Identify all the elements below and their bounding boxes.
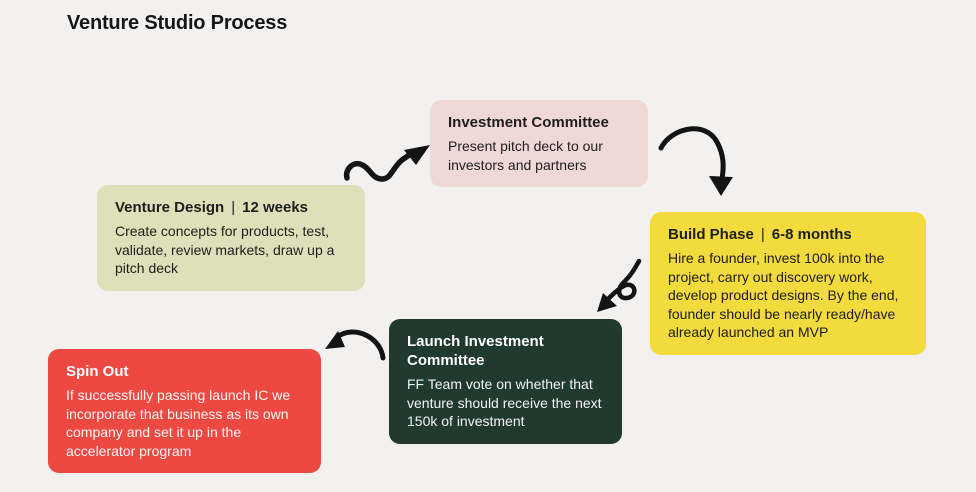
box-description: If successfully passing launch IC we inc… [66, 387, 291, 459]
process-box-build-phase: Build Phase | 6-8 months Hire a founder, i… [650, 212, 926, 355]
page-title: Venture Studio Process [67, 12, 288, 34]
box-description: Create concepts for products, test, vali… [115, 223, 335, 276]
box-heading: Build Phase | 6-8 months [668, 225, 908, 244]
box-heading: Spin Out [66, 362, 303, 381]
process-box-launch-investment-committee: Launch Investment Committee FF Team vote… [389, 319, 622, 444]
box-heading: Launch Investment Committee [407, 332, 604, 370]
curve-left-arrow-icon [319, 318, 389, 364]
box-duration: 6-8 months [771, 226, 852, 243]
box-heading: Venture Design | 12 weeks [115, 198, 347, 217]
box-duration: 12 weeks [242, 199, 308, 216]
loop-arrow-icon [590, 257, 654, 319]
box-title: Launch Investment Committee [407, 333, 544, 369]
curve-down-arrow-icon [655, 120, 745, 200]
title-duration-separator: | [231, 199, 236, 216]
squiggle-arrow-icon [342, 135, 438, 187]
process-box-spin-out: Spin Out If successfully passing launch … [48, 349, 321, 473]
box-title: Spin Out [66, 363, 129, 380]
box-title: Venture Design [115, 199, 225, 216]
box-title: Build Phase [668, 226, 754, 243]
process-box-venture-design: Venture Design | 12 weeks Create concepts … [97, 185, 365, 291]
box-heading: Investment Committee [448, 113, 630, 132]
box-description: Hire a founder, invest 100k into the pro… [668, 250, 899, 340]
box-description: Present pitch deck to our investors and … [448, 138, 603, 173]
title-duration-separator: | [760, 226, 765, 243]
process-box-investment-committee: Investment Committee Present pitch deck … [430, 100, 648, 187]
box-title: Investment Committee [448, 114, 609, 131]
box-description: FF Team vote on whether that venture sho… [407, 376, 602, 429]
